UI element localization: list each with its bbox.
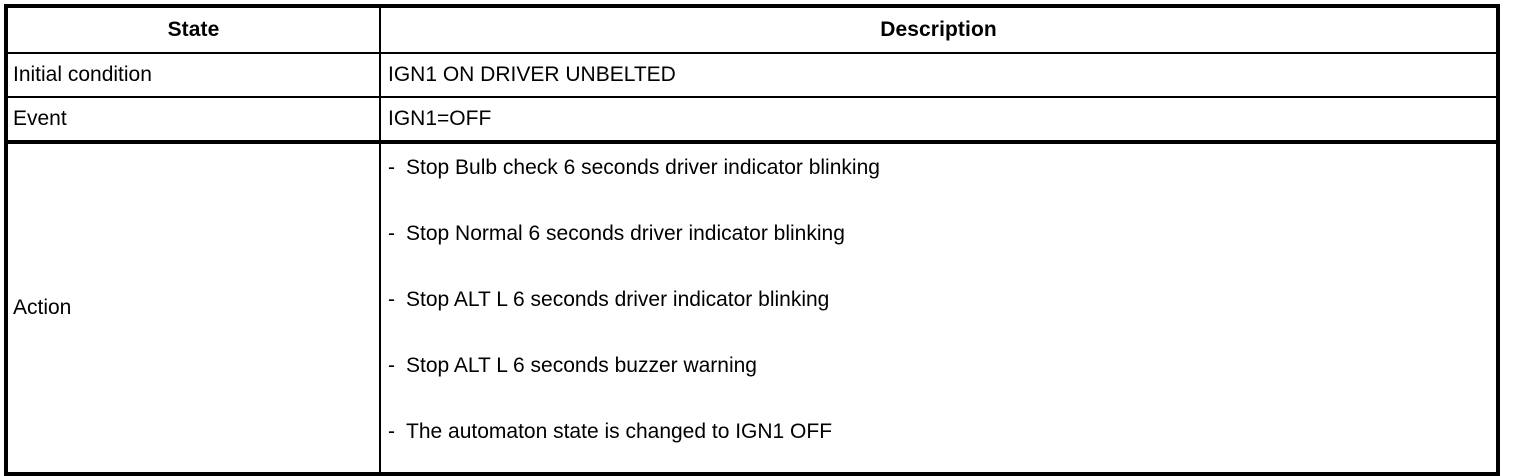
cell-state-event: Event [5,96,381,144]
column-header-description: Description [379,5,1499,54]
state-label-action: Action [13,295,72,319]
cell-description-initial-condition: IGN1 ON DRIVER UNBELTED [379,52,1499,98]
cell-state-initial-condition: Initial condition [5,52,381,98]
column-header-state: State [5,5,381,54]
description-value-event: IGN1=OFF [388,106,492,130]
description-value-initial-condition: IGN1 ON DRIVER UNBELTED [388,62,676,86]
list-item: -Stop Bulb check 6 seconds driver indica… [388,154,1496,220]
cell-description-action: -Stop Bulb check 6 seconds driver indica… [379,141,1499,475]
dash-bullet-icon: - [388,222,395,245]
list-item: -Stop ALT L 6 seconds driver indicator b… [388,286,1496,352]
list-item-text: Stop ALT L 6 seconds buzzer warning [406,354,757,377]
list-item: -Stop Normal 6 seconds driver indicator … [388,220,1496,286]
state-label-event: Event [13,106,67,130]
list-item-text: Stop ALT L 6 seconds driver indicator bl… [406,288,830,311]
state-label-initial-condition: Initial condition [13,62,152,86]
list-item-text: The automaton state is changed to IGN1 O… [406,420,833,443]
cell-state-action: Action [5,141,381,475]
cell-description-event: IGN1=OFF [379,96,1499,144]
list-item: -Stop ALT L 6 seconds buzzer warning [388,352,1496,418]
table-row: Event IGN1=OFF [5,96,1499,144]
list-item: -The automaton state is changed to IGN1 … [388,418,1496,464]
list-item-text: Stop Normal 6 seconds driver indicator b… [406,222,845,245]
table-header-row: State Description [5,5,1499,54]
state-description-table: State Description Initial condition IGN1… [4,4,1500,476]
table-row: Initial condition IGN1 ON DRIVER UNBELTE… [5,52,1499,98]
dash-bullet-icon: - [388,288,395,311]
dash-bullet-icon: - [388,354,395,377]
table-row: Action -Stop Bulb check 6 seconds driver… [5,141,1499,475]
page-root: State Description Initial condition IGN1… [4,4,1500,476]
dash-bullet-icon: - [388,420,395,443]
list-item-text: Stop Bulb check 6 seconds driver indicat… [406,156,880,179]
action-item-list: -Stop Bulb check 6 seconds driver indica… [381,144,1496,472]
dash-bullet-icon: - [388,156,395,179]
